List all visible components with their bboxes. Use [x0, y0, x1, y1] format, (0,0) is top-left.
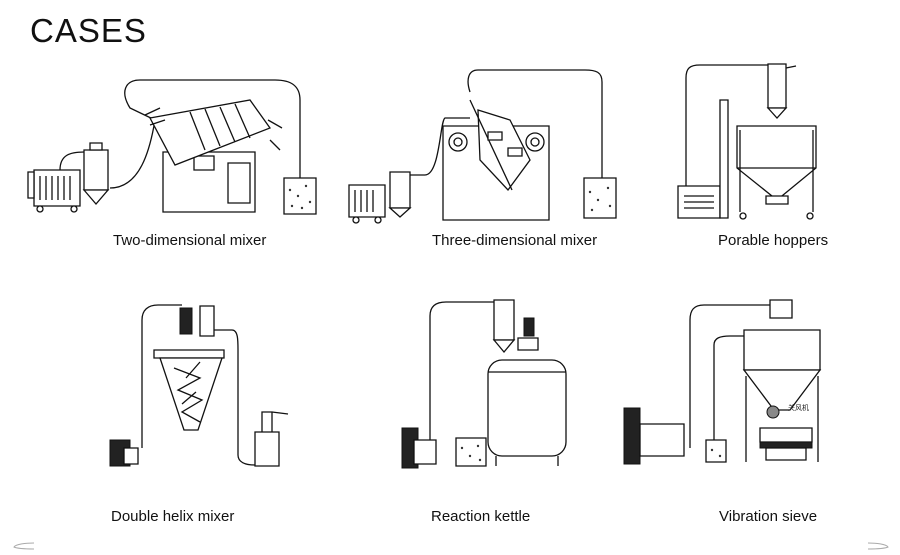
caption-three-dimensional-mixer: Three-dimensional mixer — [432, 232, 598, 249]
feeder-hopper — [200, 306, 214, 336]
feeder-hopper — [768, 64, 786, 108]
reaction-kettle — [488, 360, 566, 456]
double-helix-mixer-illustration — [110, 305, 288, 466]
feeder-hopper — [494, 300, 514, 340]
vibration-sieve-illustration: 关风机 — [624, 300, 820, 464]
sieve-deck — [760, 428, 812, 442]
feeder-hopper — [84, 150, 108, 190]
mixer-cone — [160, 358, 222, 430]
caption-two-dimensional-mixer: Two-dimensional mixer — [113, 232, 267, 249]
mixer-vessel — [478, 110, 530, 190]
material-bucket — [456, 438, 486, 466]
feeder-hopper — [390, 172, 410, 208]
three-dimensional-mixer-illustration — [349, 70, 616, 223]
corner-mark-right — [867, 542, 889, 550]
portable-hopper — [737, 126, 816, 200]
sieve-tag: 关风机 — [788, 403, 809, 412]
corner-mark-left — [13, 542, 35, 550]
reaction-kettle-illustration — [402, 300, 566, 468]
material-bucket — [584, 178, 616, 218]
caption-reaction-kettle: Reaction kettle — [431, 508, 531, 525]
material-bucket — [284, 178, 316, 214]
storage-silo — [744, 370, 820, 410]
feeder-cabinet — [34, 170, 80, 206]
two-dimensional-mixer-illustration — [28, 80, 316, 214]
porable-hoppers-illustration — [678, 64, 816, 219]
caption-porable-hoppers: Porable hoppers — [718, 232, 829, 249]
vacuum-pump — [624, 408, 640, 464]
page-title: CASES — [30, 12, 147, 49]
hose — [110, 120, 155, 188]
caption-vibration-sieve: Vibration sieve — [719, 508, 818, 525]
feeder-hopper — [770, 300, 792, 318]
hose-return — [125, 80, 300, 178]
caption-double-helix-mixer: Double helix mixer — [111, 508, 235, 525]
material-bucket — [706, 440, 726, 462]
